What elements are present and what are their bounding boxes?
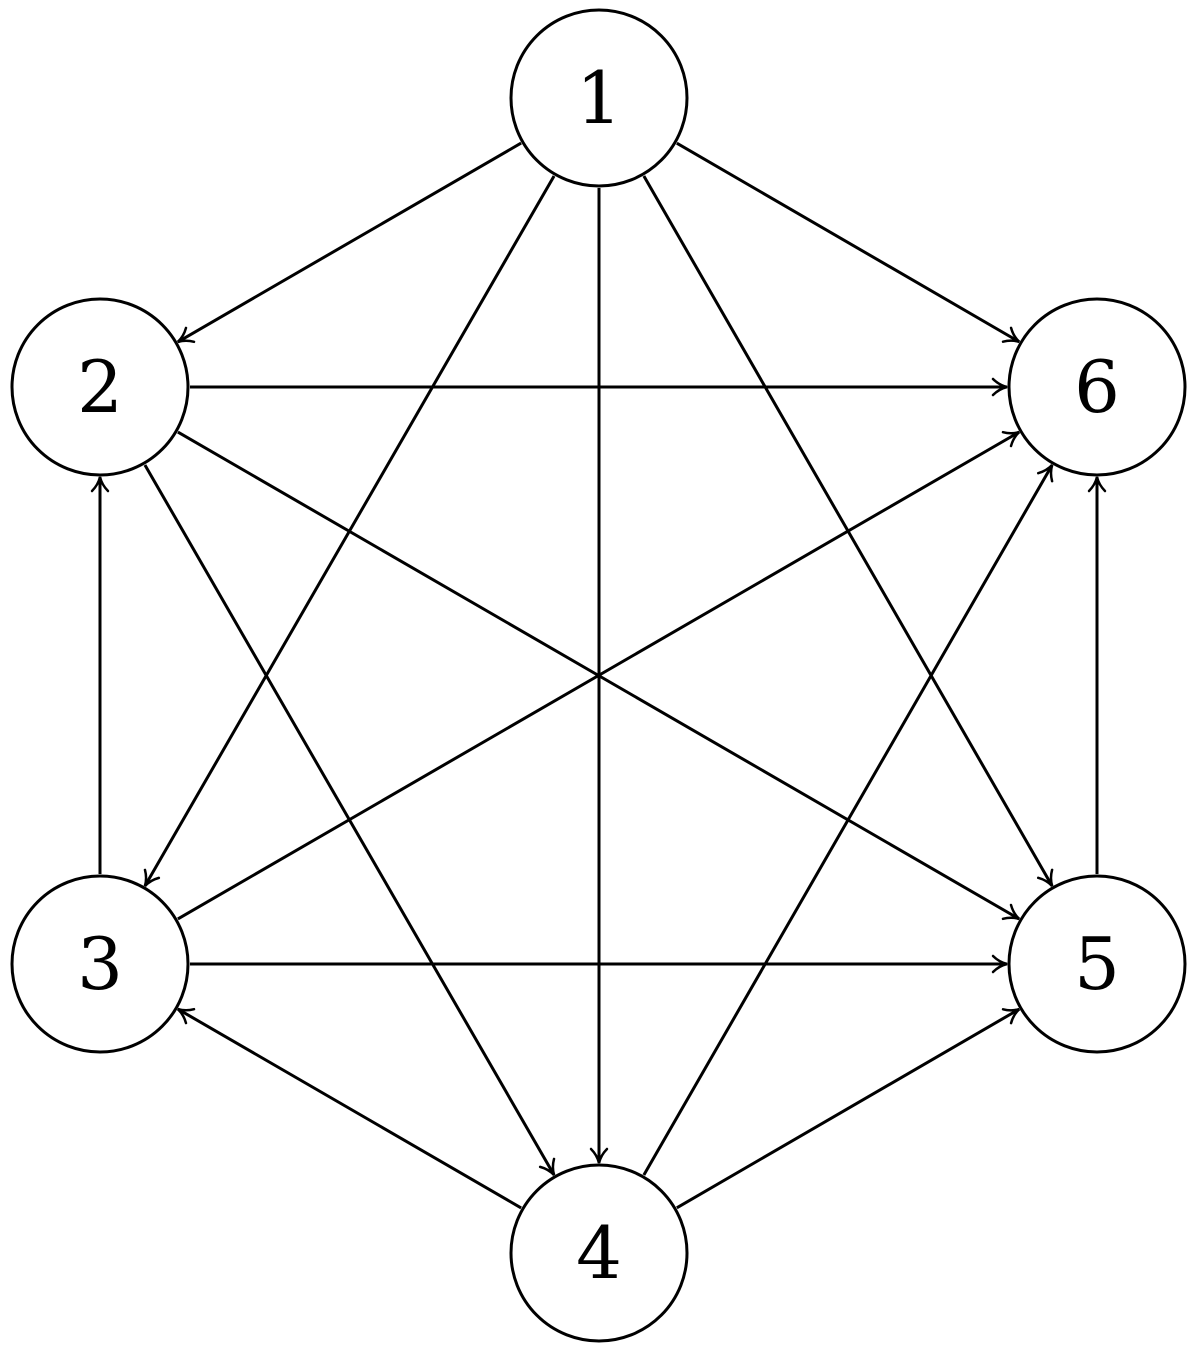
node-circle <box>1007 297 1187 477</box>
node-circle <box>509 1163 689 1343</box>
node-5: 5 <box>1007 874 1187 1054</box>
edge-4-to-5 <box>676 1007 1021 1210</box>
edge-4-to-3 <box>176 1007 522 1210</box>
node-3: 3 <box>10 874 190 1054</box>
node-1: 1 <box>509 8 689 188</box>
edges-layer <box>90 141 1107 1210</box>
edge-1-to-2 <box>176 141 522 344</box>
node-label: 3 <box>77 922 123 1006</box>
node-circle <box>509 8 689 188</box>
node-2: 2 <box>10 297 190 477</box>
node-4: 4 <box>509 1163 689 1343</box>
node-circle <box>10 297 190 477</box>
node-6: 6 <box>1007 297 1187 477</box>
node-label: 4 <box>576 1211 622 1295</box>
node-label: 1 <box>576 56 622 140</box>
node-circle <box>10 874 190 1054</box>
edge-3-to-6 <box>177 430 1020 921</box>
node-circle <box>1007 874 1187 1054</box>
node-label: 2 <box>77 345 123 429</box>
node-label: 5 <box>1074 922 1120 1006</box>
edge-1-to-6 <box>676 141 1021 344</box>
edge-4-to-6 <box>642 464 1054 1176</box>
node-label: 6 <box>1074 345 1120 429</box>
nodes-layer: 1 2 3 4 5 6 <box>10 8 1187 1343</box>
